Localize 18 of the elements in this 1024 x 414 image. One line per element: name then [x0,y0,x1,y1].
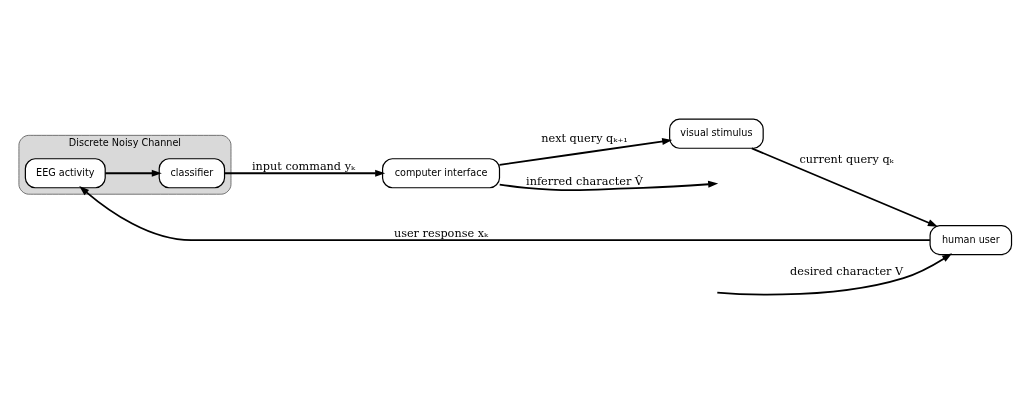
arrow [79,186,931,242]
edge-label: input command yₖ [251,160,356,174]
edge-label: user response xₖ [393,227,489,241]
edge-label: current query qₖ [799,152,894,166]
arrow [498,180,719,191]
node-box: computer interface [381,158,501,189]
arrow [498,137,673,166]
node-box: EEG activity [24,158,106,189]
edge-label: next query qₖ₊₁ [541,131,628,145]
edge-label: inferred character V̂ [526,174,644,188]
arrow [750,147,938,227]
arrow [223,169,386,177]
node-box: classifier [158,158,226,189]
edge-label: desired character V [790,265,904,279]
arrow [104,169,162,177]
node-box: visual stimulus [669,118,764,149]
arrow [716,253,953,296]
node-box: human user [929,225,1013,256]
